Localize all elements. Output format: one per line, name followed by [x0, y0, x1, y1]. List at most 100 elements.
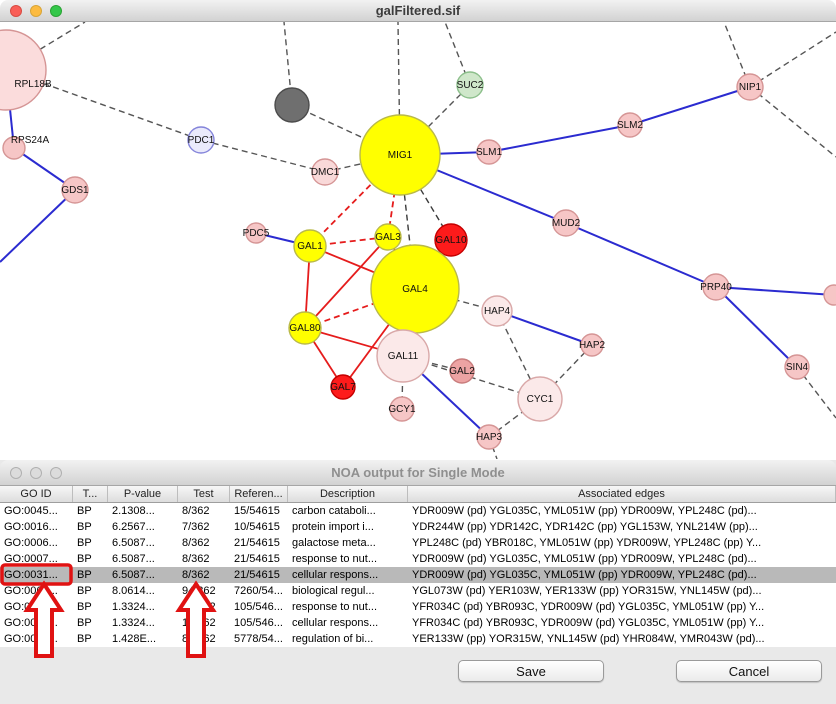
- cancel-button[interactable]: Cancel: [676, 660, 822, 682]
- network-node-label: GAL80: [289, 323, 321, 334]
- network-node-gal10[interactable]: [434, 223, 468, 257]
- table-cell: YDR009W (pd) YGL035C, YML051W (pp) YDR00…: [412, 569, 757, 581]
- network-edge[interactable]: [0, 189, 76, 263]
- column-header-3[interactable]: Test: [178, 486, 230, 502]
- network-edge[interactable]: [496, 310, 593, 346]
- network-node-gal3[interactable]: [374, 223, 402, 251]
- network-node-label: GDS1: [61, 185, 89, 196]
- table-cell: carbon cataboli...: [292, 505, 376, 517]
- network-edge[interactable]: [309, 154, 401, 247]
- column-header-5[interactable]: Description: [288, 486, 408, 502]
- network-node-edge_r[interactable]: [823, 284, 836, 306]
- table-cell: galactose meta...: [292, 537, 376, 549]
- minimize-button-icon[interactable]: [30, 466, 42, 479]
- network-node-gal80[interactable]: [288, 311, 322, 345]
- network-edge[interactable]: [715, 286, 798, 368]
- table-cell: 2.1308...: [112, 505, 155, 517]
- network-node-label: PDC5: [243, 228, 270, 239]
- table-cell: YFR034C (pd) YBR093C, YDR009W (pd) YGL03…: [412, 617, 765, 629]
- network-node-slm2[interactable]: [617, 112, 643, 138]
- network-node-pdc5[interactable]: [245, 222, 267, 244]
- network-node-sin4[interactable]: [784, 354, 810, 380]
- network-node-gray[interactable]: [274, 87, 310, 123]
- table-cell: 8/362: [182, 537, 210, 549]
- zoom-button-icon[interactable]: [50, 4, 62, 17]
- network-node-prp40[interactable]: [702, 273, 730, 301]
- network-node-cyc1[interactable]: [517, 376, 563, 422]
- table-cell: 94/362: [182, 585, 216, 597]
- network-node-hap2[interactable]: [580, 333, 604, 357]
- noa-window-titlebar[interactable]: NOA output for Single Mode: [0, 460, 836, 486]
- network-node-rps24a[interactable]: [2, 136, 26, 160]
- table-cell: 6.5087...: [112, 553, 155, 565]
- network-edge[interactable]: [749, 86, 836, 158]
- traffic-lights: [10, 0, 62, 21]
- network-node-slm1[interactable]: [476, 139, 502, 165]
- network-node-gds1[interactable]: [61, 176, 89, 204]
- network-node-hap4[interactable]: [481, 295, 513, 327]
- network-node-label: SUC2: [457, 80, 484, 91]
- network-node-gal2[interactable]: [449, 358, 475, 384]
- network-node-gal1[interactable]: [293, 229, 327, 263]
- network-node-label: SIN4: [786, 362, 809, 373]
- network-node-nip1[interactable]: [736, 73, 764, 101]
- network-edge[interactable]: [387, 154, 401, 238]
- network-edge[interactable]: [749, 31, 836, 88]
- minimize-button-icon[interactable]: [30, 4, 42, 17]
- network-edge[interactable]: [629, 86, 751, 126]
- network-node-mig1[interactable]: [359, 114, 441, 196]
- column-header-0[interactable]: GO ID: [0, 486, 73, 502]
- column-header-1[interactable]: T...: [73, 486, 108, 502]
- table-cell: 5778/54...: [234, 633, 283, 645]
- network-node-rpl18b[interactable]: [0, 29, 47, 111]
- table-cell: GO:0031...: [4, 617, 58, 629]
- column-header-2[interactable]: P-value: [108, 486, 178, 502]
- table-cell: GO:0050...: [4, 633, 58, 645]
- network-canvas[interactable]: RPL18BRPS24AGDS1PDC1DMC1MIG1SUC2SLM1SLM2…: [0, 22, 836, 459]
- network-edge[interactable]: [304, 236, 389, 329]
- network-edge[interactable]: [200, 139, 326, 173]
- table-cell: protein import i...: [292, 521, 374, 533]
- network-edge[interactable]: [715, 286, 835, 296]
- network-node-hap3[interactable]: [476, 424, 502, 450]
- network-node-label: GAL2: [449, 366, 475, 377]
- network-node-label: PRP40: [700, 282, 732, 293]
- zoom-button-icon[interactable]: [50, 466, 62, 479]
- close-button-icon[interactable]: [10, 4, 22, 17]
- table-cell: cellular respons...: [292, 617, 379, 629]
- network-node-dmc1[interactable]: [311, 158, 339, 186]
- column-header-6[interactable]: Associated edges: [408, 486, 836, 502]
- network-node-gal11[interactable]: [376, 329, 430, 383]
- column-header-4[interactable]: Referen...: [230, 486, 288, 502]
- table-cell: biological regul...: [292, 585, 375, 597]
- network-node-mud2[interactable]: [552, 209, 580, 237]
- network-edge[interactable]: [399, 84, 471, 156]
- network-edge[interactable]: [488, 124, 631, 153]
- table-cell: 6.5087...: [112, 537, 155, 549]
- network-node-pdc1[interactable]: [187, 126, 215, 154]
- network-node-label: SLM2: [617, 120, 644, 131]
- network-node-gal7[interactable]: [330, 374, 356, 400]
- network-node-label: CYC1: [527, 394, 554, 405]
- network-window-titlebar[interactable]: galFiltered.sif: [0, 0, 836, 22]
- close-button-icon[interactable]: [10, 466, 22, 479]
- table-cell: YFR034C (pd) YBR093C, YDR009W (pd) YGL03…: [412, 601, 765, 613]
- network-edge[interactable]: [565, 222, 717, 288]
- network-node-suc2[interactable]: [456, 71, 484, 99]
- network-node-label: MUD2: [552, 218, 581, 229]
- table-cell: 8/362: [182, 553, 210, 565]
- network-node-gcy1[interactable]: [389, 396, 415, 422]
- traffic-lights: [10, 460, 62, 485]
- save-button[interactable]: Save: [458, 660, 604, 682]
